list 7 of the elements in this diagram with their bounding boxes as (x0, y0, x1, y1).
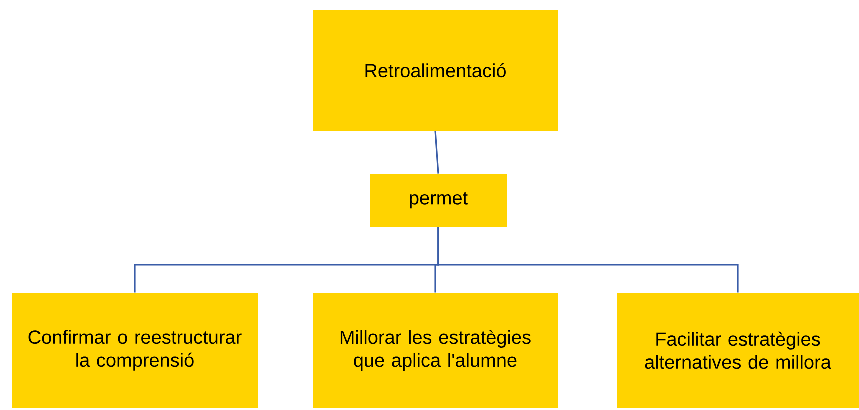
concept-box: Facilitar estratègies alternatives de millora (617, 293, 859, 408)
connector-line (434, 131, 440, 174)
concept-box: Millorar les estratègies que aplica l'alumne (313, 293, 558, 408)
concept-box: Retroalimentació (313, 10, 558, 131)
concept-box: Confirmar o reestructurar la comprensió (12, 293, 258, 408)
connector-line (438, 227, 739, 293)
concept-box: permet (370, 174, 507, 227)
